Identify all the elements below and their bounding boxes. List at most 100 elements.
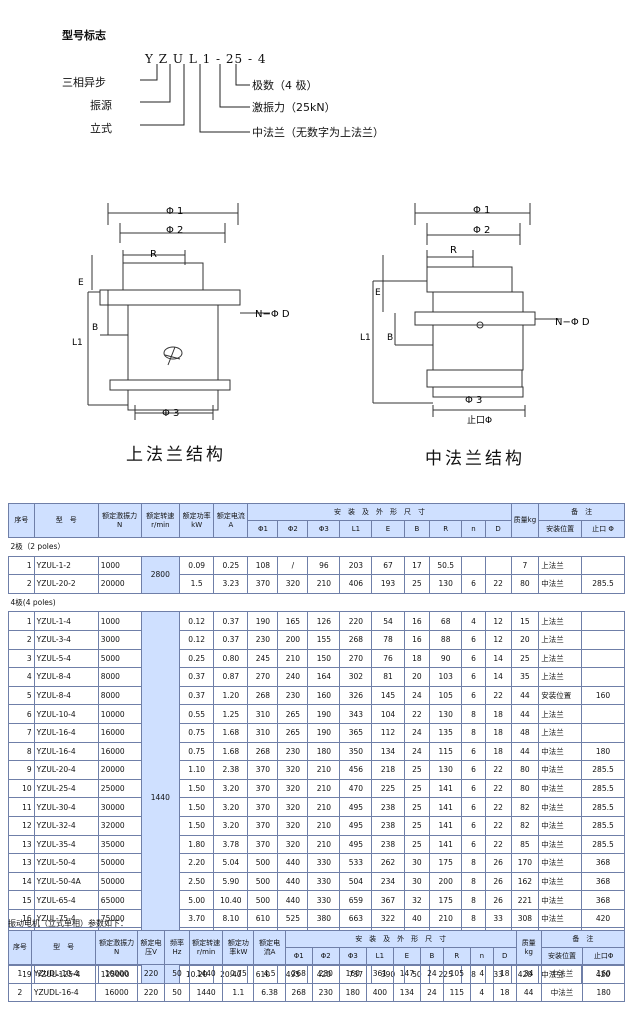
table-cell: 141 [429,834,463,855]
table-cell: 370 [247,797,279,817]
table-cell: 456 [339,760,373,780]
table-cell: YZUL-16-4 [33,741,99,762]
table-cell: 262 [371,853,405,873]
header-cell: R [442,947,471,965]
table-cell: 440 [277,853,309,873]
table-cell: 16000 [97,722,142,743]
table-cell: 44 [510,685,540,706]
table-cell: 370 [247,815,279,836]
table-cell: 2 [8,982,32,1003]
table-cell: 1.80 [179,834,215,855]
table-cell: 326 [339,685,373,706]
table-cell: 285.5 [581,760,625,780]
table-cell: 225 [371,778,405,799]
table-cell: 330 [307,890,341,910]
table-cell: 24 [419,964,444,984]
table-cell: 80 [510,760,540,780]
table-cell: 265 [277,722,309,743]
table-cell: 4 [461,611,486,631]
table-cell: 190 [307,722,341,743]
table-cell: 16000 [95,982,138,1003]
table-cell: 130 [429,760,463,780]
dim-nd-middle: N−Φ D [555,317,590,328]
dim-e-middle: E [375,288,381,298]
table-cell: YZUL-65-4 [33,890,99,910]
table-cell: 2 [8,574,35,594]
table-cell: 中法兰 [538,815,583,836]
table-cell: 26 [484,871,512,892]
dim-phi3-middle: Φ 3 [465,395,482,406]
table-cell: 10 [8,778,35,799]
table-cell: 175 [429,890,463,910]
table-cell: 上法兰 [538,704,583,724]
table-cell: 380 [307,908,341,929]
table-cell: 0.25 [213,555,249,576]
header-cell: D [484,520,512,538]
table-cell: 8000 [97,667,142,687]
table-cell: 285.5 [581,834,625,855]
group-row: 2极（2 poles） [8,537,625,557]
table-cell: 34 [515,964,542,984]
table-cell: 1.68 [213,741,249,762]
header-cell: E [371,520,405,538]
table-cell: 44 [510,704,540,724]
table-cell: 162 [510,871,540,892]
table-cell: 25 [403,797,431,817]
table-cell: 2 [8,629,35,650]
dim-stop-middle: 止口Φ [467,414,492,426]
header-cell: 型 号 [30,930,97,965]
table-cell: 155 [307,629,341,650]
table-cell: 67 [371,555,405,576]
table-cell: 13 [8,834,35,855]
header-cell: Φ1 [284,947,313,965]
table-cell: 15 [510,611,540,631]
table-cell: 11 [8,797,35,817]
single-phase-title: 振动电机（立式单相）参数如下： [8,919,128,928]
table-cell: 500 [247,853,279,873]
table-cell: 50 [164,982,190,1003]
table-cell: 160 [582,964,625,984]
table-cell: 44 [510,741,540,762]
table-cell: 320 [277,574,309,594]
table-cell: 105 [429,685,463,706]
table-cell: 160 [307,685,341,706]
table-cell: 0.75 [179,722,215,743]
table-cell: 4 [469,964,494,984]
table-cell: YZUL-35-4 [33,834,99,855]
dim-phi2-middle: Φ 2 [473,225,490,236]
table-cell: 1440 [188,982,224,1003]
table-cell: 126 [307,611,341,631]
table-cell: 3.20 [213,778,249,799]
dim-phi3-upper: Φ 3 [162,408,179,419]
table-cell: 147 [392,964,421,984]
table-cell: 210 [307,797,341,817]
header-cell: 序号 [8,930,32,965]
table-cell: 1.50 [179,797,215,817]
table-cell: YZUL-50-4A [33,871,99,892]
table-cell: 210 [307,760,341,780]
table-cell: 663 [339,908,373,929]
table-cell: 130 [429,574,463,594]
table-cell: YZUL-30-4 [33,797,99,817]
table-cell: 4 [469,982,494,1003]
table-cell: 8 [461,908,486,929]
table-cell: 中法兰 [540,982,584,1003]
table-cell: 50000 [97,871,142,892]
table-cell: 40 [403,908,431,929]
table-cell: 210 [429,908,463,929]
table-cell: 4 [8,667,35,687]
dim-phi1-upper: Φ 1 [166,206,183,217]
table-cell: 285.5 [581,574,625,594]
table-cell: 5000 [97,648,142,669]
